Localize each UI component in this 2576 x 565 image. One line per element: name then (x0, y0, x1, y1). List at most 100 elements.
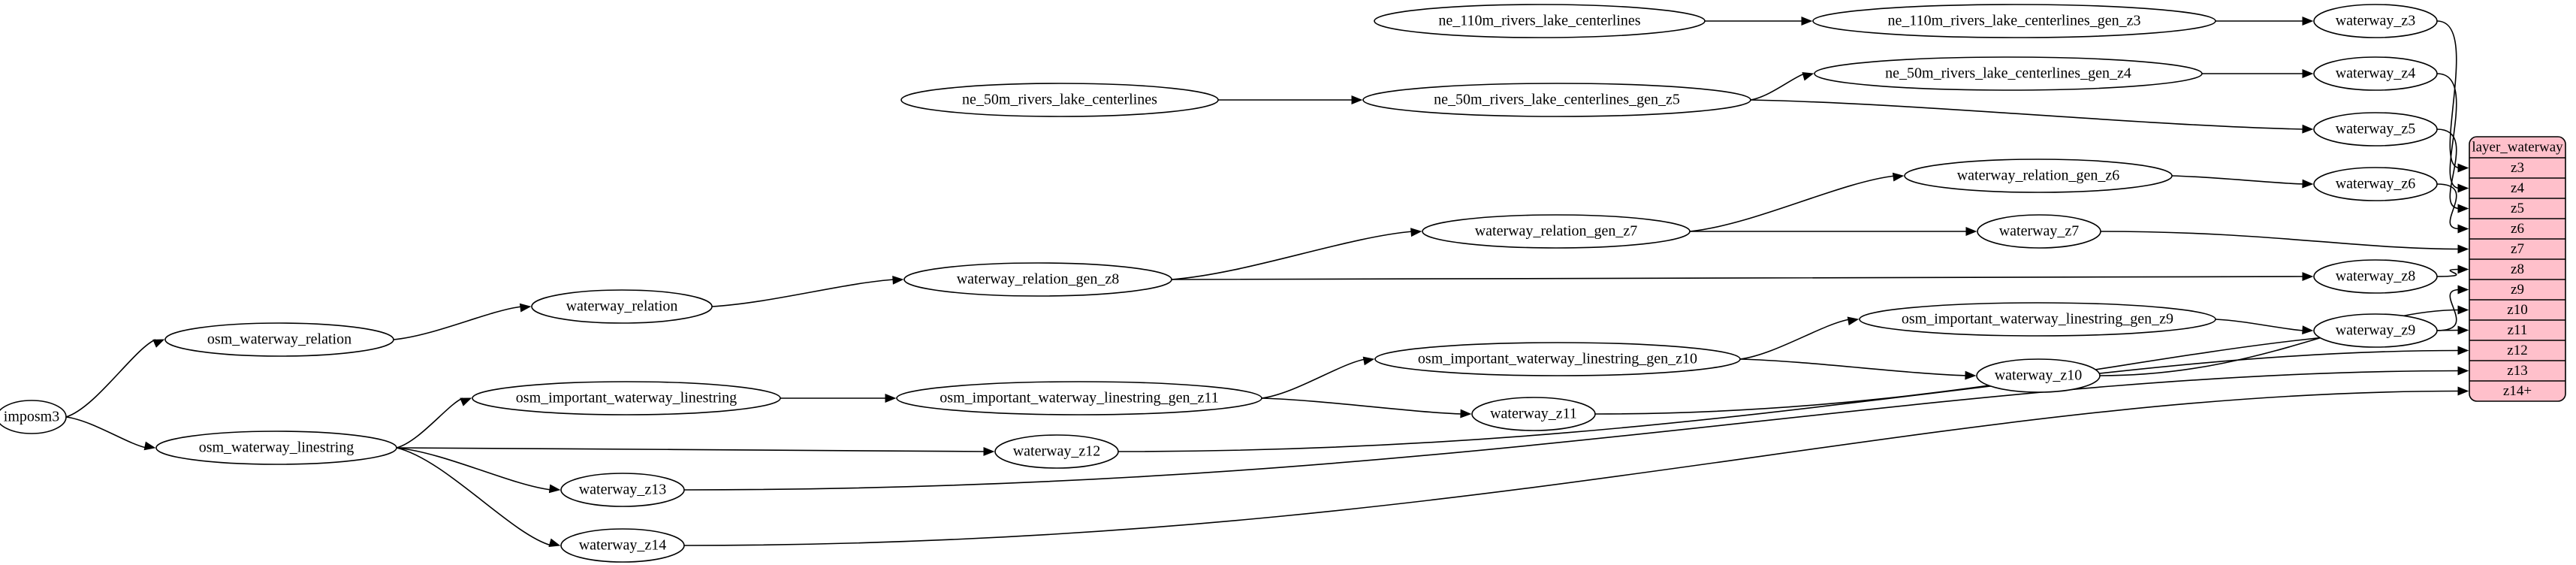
node-shape (900, 83, 1219, 117)
edge-arrowhead (2457, 305, 2469, 315)
node-ne_50m_rivers_lake_centerlines_gen_z4[interactable]: ne_50m_rivers_lake_centerlines_gen_z4 (1814, 56, 2203, 91)
edge-arrowhead (2457, 204, 2469, 213)
edge-line (1118, 349, 2460, 452)
node-label: waterway_z7 (1999, 223, 2080, 240)
node-waterway_z14[interactable]: waterway_z14 (560, 528, 685, 563)
node-label: ne_110m_rivers_lake_centerlines_gen_z3 (1888, 13, 2141, 29)
edge-arrowhead (2302, 272, 2314, 281)
edge-arrowhead (152, 339, 165, 348)
edge-line (1689, 175, 1896, 232)
node-label: waterway_z6 (2336, 176, 2416, 192)
table-row-z3[interactable]: z3 (2511, 160, 2524, 176)
edge-imposm3-to-osm_waterway_relation (65, 339, 165, 418)
edge-waterway_z7-to-layer_waterway-z7 (2100, 231, 2469, 254)
edge-arrowhead (2457, 264, 2469, 274)
edge-arrowhead (548, 538, 561, 548)
edge-arrowhead (1892, 172, 1905, 182)
node-osm_waterway_linestring[interactable]: osm_waterway_linestring (155, 431, 397, 465)
node-waterway_relation_gen_z6[interactable]: waterway_relation_gen_z6 (1904, 159, 2173, 193)
table-row-z13[interactable]: z13 (2507, 363, 2527, 379)
edge-line (1171, 276, 2305, 280)
node-waterway_z3[interactable]: waterway_z3 (2313, 4, 2438, 38)
node-shape (1812, 4, 2216, 38)
edge-arrowhead (2457, 366, 2469, 376)
edge-waterway_z4-to-layer_waterway-z4 (2436, 73, 2469, 193)
table-row-z4[interactable]: z4 (2511, 180, 2524, 196)
node-waterway_z11[interactable]: waterway_z11 (1471, 397, 1596, 431)
table-row-z8[interactable]: z8 (2511, 261, 2524, 277)
node-osm_important_waterway_linestring_gen_z11[interactable]: osm_important_waterway_linestring_gen_z1… (896, 381, 1262, 415)
edge-arrowhead (2302, 69, 2314, 78)
edge-line (1261, 397, 1463, 415)
table-row-z5[interactable]: z5 (2511, 201, 2524, 216)
node-waterway_z9[interactable]: waterway_z9 (2313, 313, 2438, 348)
edge-line (711, 279, 895, 307)
node-label: waterway_relation_gen_z7 (1475, 223, 1638, 240)
node-ne_110m_rivers_lake_centerlines[interactable]: ne_110m_rivers_lake_centerlines (1374, 4, 1706, 38)
edge-line (2171, 175, 2305, 185)
edge-arrowhead (2457, 285, 2469, 295)
node-shape (2313, 259, 2438, 294)
table-row-z10[interactable]: z10 (2507, 302, 2527, 318)
edge-ne_50m_rivers_lake_centerlines_gen_z4-to-waterway_z4 (2202, 69, 2314, 78)
node-waterway_z5[interactable]: waterway_z5 (2313, 112, 2438, 147)
edge-arrowhead (519, 303, 532, 313)
node-osm_important_waterway_linestring_gen_z10[interactable]: osm_important_waterway_linestring_gen_z1… (1374, 342, 1741, 376)
node-waterway_z12[interactable]: waterway_z12 (994, 434, 1119, 469)
table-row-z12[interactable]: z12 (2507, 343, 2527, 358)
edge-line (2100, 231, 2460, 250)
node-shape (1976, 358, 2101, 393)
node-label: waterway_relation (566, 298, 678, 315)
table-row-z6[interactable]: z6 (2511, 221, 2524, 237)
table-row-z9[interactable]: z9 (2511, 282, 2524, 298)
node-osm_important_waterway_linestring[interactable]: osm_important_waterway_linestring (472, 381, 781, 415)
edge-line (683, 390, 2460, 546)
node-label: ne_50m_rivers_lake_centerlines (962, 92, 1157, 108)
edge-line (2099, 309, 2460, 376)
node-ne_50m_rivers_lake_centerlines_gen_z5[interactable]: ne_50m_rivers_lake_centerlines_gen_z5 (1362, 83, 1751, 117)
node-shape (560, 528, 685, 563)
node-waterway_z10[interactable]: waterway_z10 (1976, 358, 2101, 393)
node-waterway_z4[interactable]: waterway_z4 (2313, 56, 2438, 91)
node-osm_important_waterway_linestring_gen_z9[interactable]: osm_important_waterway_linestring_gen_z9 (1859, 302, 2216, 337)
record-table-layer: layer_waterwayz3z4z5z6z7z8z9z10z11z12z13… (2469, 136, 2566, 402)
node-shape (903, 262, 1172, 297)
node-shape (1422, 214, 1691, 249)
edge-arrowhead (2302, 325, 2314, 335)
edge-line (2436, 73, 2460, 189)
node-label: osm_waterway_relation (207, 331, 351, 348)
edge-line (396, 397, 463, 449)
node-label: waterway_z3 (2336, 13, 2416, 29)
node-ne_50m_rivers_lake_centerlines[interactable]: ne_50m_rivers_lake_centerlines (900, 83, 1219, 117)
edge-osm_important_waterway_linestring_gen_z9-to-waterway_z9 (2215, 319, 2314, 335)
table-row-z11[interactable]: z11 (2508, 322, 2528, 338)
node-waterway_z7[interactable]: waterway_z7 (1977, 214, 2101, 249)
node-shape (994, 434, 1119, 469)
node-shape (560, 473, 685, 507)
layer-waterway-record-table[interactable]: layer_waterwayz3z4z5z6z7z8z9z10z11z12z13… (2469, 136, 2566, 402)
edge-osm_important_waterway_linestring_gen_z10-to-osm_important_waterway_linestring_gen_z9 (1739, 316, 1860, 360)
node-label: waterway_z14 (579, 537, 667, 554)
node-waterway_z13[interactable]: waterway_z13 (560, 473, 685, 507)
node-waterway_relation[interactable]: waterway_relation (531, 289, 713, 324)
node-osm_waterway_relation[interactable]: osm_waterway_relation (164, 322, 394, 357)
node-label: ne_50m_rivers_lake_centerlines_gen_z4 (1885, 65, 2131, 82)
node-waterway_relation_gen_z7[interactable]: waterway_relation_gen_z7 (1422, 214, 1691, 249)
table-row-z7[interactable]: z7 (2511, 241, 2524, 257)
node-waterway_z8[interactable]: waterway_z8 (2313, 259, 2438, 294)
node-ne_110m_rivers_lake_centerlines_gen_z3[interactable]: ne_110m_rivers_lake_centerlines_gen_z3 (1812, 4, 2216, 38)
edge-arrowhead (460, 397, 472, 406)
edge-waterway_z10-to-layer_waterway-z10 (2099, 305, 2469, 376)
node-waterway_relation_gen_z8[interactable]: waterway_relation_gen_z8 (903, 262, 1172, 297)
edge-arrowhead (1362, 356, 1375, 366)
node-shape (1374, 342, 1741, 376)
edge-line (683, 370, 2460, 491)
edge-waterway_z8-to-layer_waterway-z8 (2436, 264, 2469, 277)
node-imposm3[interactable]: imposm3 (0, 400, 67, 434)
edge-arrowhead (892, 275, 904, 285)
table-row-z14plus[interactable]: z14+ (2503, 383, 2532, 399)
node-label: waterway_z11 (1490, 406, 1577, 422)
node-shape (2313, 112, 2438, 147)
node-waterway_z6[interactable]: waterway_z6 (2313, 167, 2438, 201)
